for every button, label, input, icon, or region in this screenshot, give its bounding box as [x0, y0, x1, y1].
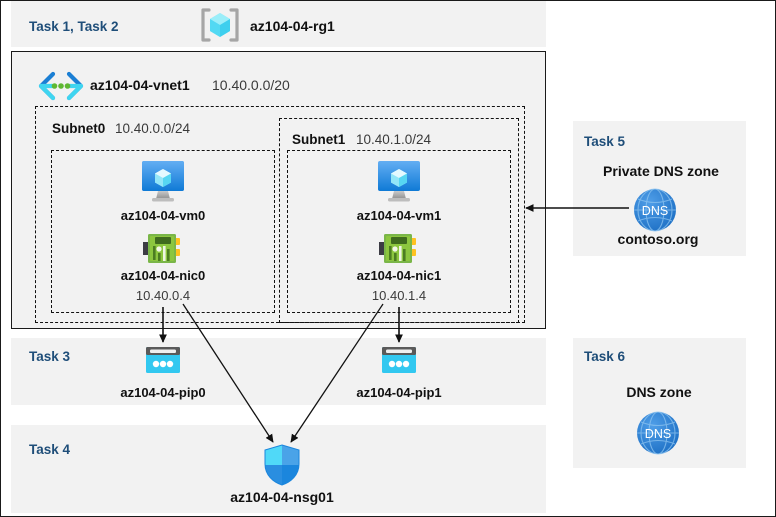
- nsg-label: az104-04-nsg01: [230, 489, 334, 505]
- task-4-label: Task 4: [29, 442, 71, 457]
- vnet-address-space: 10.40.0.0/20: [212, 77, 290, 93]
- pip1-label: az104-04-pip1: [356, 385, 442, 400]
- pip0-label: az104-04-pip0: [120, 385, 206, 400]
- dns-zone-icon: DNS: [635, 410, 681, 456]
- resource-group-name: az104-04-rg1: [250, 18, 335, 34]
- public-ip-address-icon: [144, 345, 182, 375]
- task-5-label: Task 5: [584, 134, 626, 149]
- virtual-network-icon: [37, 71, 85, 101]
- task-5-panel: [573, 121, 746, 256]
- vm0-label: az104-04-vm0: [120, 208, 206, 223]
- virtual-machine-icon: [138, 159, 188, 203]
- virtual-machine-icon: [374, 159, 424, 203]
- resource-group-header-panel: [11, 1, 546, 47]
- resource-group-icon: [199, 7, 241, 43]
- svg-text:DNS: DNS: [642, 204, 668, 218]
- network-interface-icon: [142, 232, 184, 266]
- nic0-private-ip: 10.40.0.4: [135, 288, 191, 303]
- subnet0-name: Subnet0: [52, 121, 106, 136]
- vm1-label: az104-04-vm1: [356, 208, 442, 223]
- dns-zone-heading: DNS zone: [626, 384, 692, 400]
- public-ip-address-icon: [380, 345, 418, 375]
- private-dns-zone-heading: Private DNS zone: [603, 163, 719, 179]
- task-1-2-label: Task 1, Task 2: [29, 19, 119, 34]
- dns-zone-icon: DNS: [632, 187, 678, 233]
- subnet1-cidr: 10.40.1.0/24: [356, 132, 432, 147]
- task-3-label: Task 3: [29, 349, 71, 364]
- network-interface-icon: [378, 232, 420, 266]
- vnet-container: [11, 51, 546, 329]
- nic1-private-ip: 10.40.1.4: [371, 288, 427, 303]
- nic1-label: az104-04-nic1: [356, 268, 442, 283]
- nic0-label: az104-04-nic0: [120, 268, 206, 283]
- svg-text:DNS: DNS: [645, 427, 671, 441]
- task-3-panel: [11, 338, 546, 405]
- task-6-label: Task 6: [584, 349, 626, 364]
- subnet1-name: Subnet1: [292, 132, 346, 147]
- vnet-name: az104-04-vnet1: [90, 77, 190, 93]
- network-security-group-icon: [263, 444, 301, 486]
- subnet0-cidr: 10.40.0.0/24: [115, 121, 191, 136]
- private-dns-zone-name: contoso.org: [617, 231, 699, 247]
